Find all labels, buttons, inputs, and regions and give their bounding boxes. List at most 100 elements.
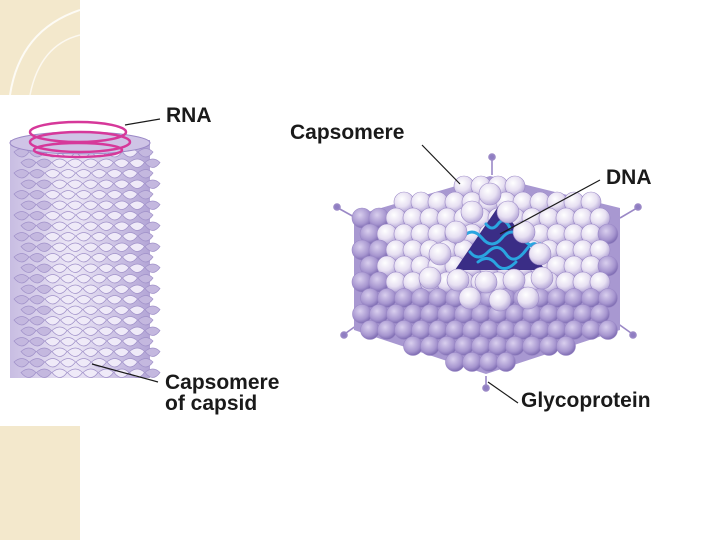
capsomere [20, 158, 37, 168]
capsomere [113, 221, 130, 231]
capsomere [75, 211, 92, 221]
capsomere [29, 274, 45, 284]
capsomere [98, 284, 114, 294]
capsomere [20, 326, 37, 336]
capsomere [106, 337, 123, 347]
capsomere [75, 316, 92, 326]
capsomere [137, 358, 154, 368]
capsomere [556, 336, 576, 356]
capsomere [129, 305, 145, 315]
capsomere [129, 263, 145, 273]
capsomere [144, 326, 161, 336]
capsomere [75, 253, 92, 263]
capsomere [29, 190, 45, 200]
capsomere [36, 347, 52, 357]
capsomere [113, 326, 130, 336]
capsomere [122, 169, 138, 179]
capsomere [29, 253, 45, 263]
capsomere [129, 179, 145, 189]
capsomere [20, 179, 37, 189]
capsomere [51, 305, 68, 315]
capsomere [44, 295, 61, 305]
capsomere [106, 169, 123, 179]
glycoprotein-spikes [333, 153, 642, 392]
capsomere [458, 286, 482, 310]
capsomere [144, 200, 161, 210]
capsomere [106, 316, 123, 326]
capsomere [106, 295, 123, 305]
capsomere [91, 211, 107, 221]
capsomere [36, 200, 52, 210]
capsomere [51, 326, 68, 336]
capsomere [144, 347, 161, 357]
capsomere [129, 242, 145, 252]
capsomere [122, 232, 138, 242]
capsomere [67, 158, 83, 168]
capsomere [29, 232, 45, 242]
label-rna: RNA [166, 104, 212, 127]
capsomere [67, 347, 83, 357]
capsomere [67, 263, 83, 273]
slide-decoration-bottom [0, 426, 80, 540]
capsomere [13, 295, 30, 305]
capsomere [122, 274, 138, 284]
capsomere [82, 326, 99, 336]
capsomere [29, 295, 45, 305]
polyhedral-virus [333, 153, 642, 392]
capsomere [122, 190, 138, 200]
dna-strand [460, 219, 542, 270]
capsomere [512, 220, 536, 244]
capsomere [51, 221, 68, 231]
capsomere [51, 368, 68, 378]
capsomere [67, 284, 83, 294]
capsomere [51, 347, 68, 357]
capsomere [75, 232, 92, 242]
capsomere [13, 169, 30, 179]
capsomere [530, 266, 554, 290]
capsomere [113, 158, 130, 168]
capsomere [20, 263, 37, 273]
capsomere [137, 169, 154, 179]
capsomere [462, 352, 482, 372]
capsomere [122, 253, 138, 263]
capsomere [581, 320, 601, 340]
capsomere [377, 320, 397, 340]
capsomere [144, 158, 161, 168]
capsomere [129, 347, 145, 357]
capsomere [98, 368, 114, 378]
capsomere [82, 242, 99, 252]
capsomere [29, 211, 45, 221]
capsomere [44, 232, 61, 242]
capsomere [20, 305, 37, 315]
capsomere [20, 242, 37, 252]
capsomere [51, 242, 68, 252]
capsomere [98, 221, 114, 231]
capsomere [13, 148, 30, 158]
capsomere [137, 148, 154, 158]
capsomere [129, 284, 145, 294]
capsomere [60, 232, 76, 242]
capsomere [129, 200, 145, 210]
capsomere [460, 200, 484, 224]
capsomere [51, 158, 68, 168]
capsomere [444, 220, 468, 244]
capsomere [420, 336, 440, 356]
capsomere [29, 337, 45, 347]
capsomere [479, 352, 499, 372]
capsomere [20, 347, 37, 357]
label-dna: DNA [606, 166, 652, 189]
capsomere [144, 368, 161, 378]
capsomere [13, 232, 30, 242]
capsomere [144, 305, 161, 315]
capsomere [137, 190, 154, 200]
capsomere [445, 352, 465, 372]
capsomere [113, 242, 130, 252]
capsomere [82, 284, 99, 294]
capsomere [13, 337, 30, 347]
capsomere [13, 253, 30, 263]
capsomere [13, 316, 30, 326]
capsomere [20, 368, 37, 378]
capsomere [60, 358, 76, 368]
capsomere [113, 284, 130, 294]
capsomere [44, 274, 61, 284]
